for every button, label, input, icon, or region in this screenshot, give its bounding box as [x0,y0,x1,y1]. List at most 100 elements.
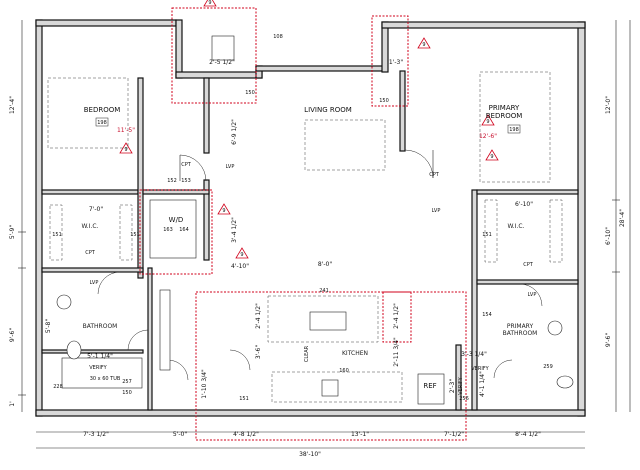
dim-7-0: 7'-0" [89,206,103,213]
dim-bottom-13-1: 13'-1" [351,431,369,438]
rev-tag-9-a: 9 [208,0,211,6]
dim-bottom-8-4: 8'-4 1/2" [515,431,541,438]
dim-left-12-4: 12'-4" [9,96,16,114]
dim-3-6: 3'-6" [255,345,262,359]
rev-tag-9-g: 9 [490,154,493,160]
tag-150-b: 150 [379,98,389,104]
room-primary-bedroom-l2: BEDROOM [486,112,523,120]
bedroom-dim: 11'-5" [117,127,135,134]
furniture-outlines [47,71,563,403]
room-wic-right: W.I.C. [508,223,525,230]
dim-left-9-6: 9'-6" [9,328,16,342]
dim-right-6-10: 6'-10" [605,227,612,245]
rev-tag-9-e: 9 [222,208,225,214]
note-verify-1: VERIFY [89,365,107,371]
rev-tag-9-b: 9 [422,42,425,48]
room-primary-bath-l1: PRIMARY [507,323,534,330]
tag-150-a: 150 [245,90,255,96]
room-ref: REF [423,382,436,390]
tag-153: 153 [181,178,191,184]
primary-dim: 12'-6" [479,133,497,140]
dim-bottom-7-1: 7'-1/2" [444,431,464,438]
dim-right-12-0: 12'-0" [605,96,612,114]
dim-2-5: 2'-5 1/2" [209,59,235,66]
room-wd: W/D [169,216,184,224]
dim-2-3: 2'-3" [449,379,456,393]
dim-3-4: 3'-4 1/2" [231,217,238,243]
note-verify-2: VERIFY [471,366,489,372]
tag-151-d: 151 [239,396,249,402]
interior-dimensions: 2'-5 1/2" 1'-3" 7'-0" 6'-10" 8'-0" 6'-9 … [45,59,533,399]
dim-6-9: 6'-9 1/2" [231,119,238,145]
room-labels: BEDROOM LIVING ROOM PRIMARY BEDROOM W.I.… [82,104,538,390]
dim-right-9-6: 9'-6" [605,333,612,347]
dim-4-10: 4'-10" [231,263,249,270]
revision-clouds [139,7,467,441]
dim-6-10: 6'-10" [515,201,533,208]
note-clear: CLEAR [304,345,310,362]
dim-bottom-7-3: 7'-3 1/2" [83,431,109,438]
interior-walls [41,70,579,411]
room-kitchen: KITCHEN [342,350,368,357]
rev-tag-9-c: 9 [124,147,127,153]
dim-3-3: 3'-3 1/4" [461,351,487,358]
tag-256: 256 [459,396,469,402]
room-bedroom: BEDROOM [84,106,121,114]
exterior-walls [35,19,586,417]
tag-154: 154 [482,312,492,318]
dim-5-8: 5'-8" [45,319,52,333]
room-living: LIVING ROOM [304,106,352,114]
tub-label: 30 x 60 TUB [90,376,121,382]
dim-8-0: 8'-0" [318,261,332,268]
doors [97,149,543,381]
tag-160: 160 [339,368,349,374]
dim-bottom-5-0: 5'-0" [173,431,187,438]
primary-tag: 198 [509,127,519,133]
tag-163: 163 [163,227,173,233]
note-lvp-3: LVP [90,280,99,286]
dim-left-5-9: 5'-9" [9,225,16,239]
dim-2-4-a: 2'-4 1/2" [255,303,262,329]
note-lvp-2: LVP [432,208,441,214]
fixtures [56,35,574,405]
dim-2-11: 2'-11 3/4" [393,337,400,367]
dim-bottom-4-8: 4'-8 1/2" [233,431,259,438]
dim-right-28-4: 28'-4" [619,209,626,227]
notes: CPT LVP CPT LVP CPT LVP CPT LVP VERIFY V… [85,162,536,395]
room-primary-bath-l2: BATHROOM [503,330,538,337]
tag-151-c: 151 [482,232,492,238]
rev-tag-9-d: 9 [486,119,489,125]
tag-151-a: 151 [52,232,62,238]
tag-241: 241 [319,288,329,294]
bottom-dimensions: 7'-3 1/2" 5'-0" 4'-8 1/2" 13'-1" 7'-1/2"… [83,431,541,458]
tag-257: 257 [122,379,132,385]
note-verify-3: VERIFY [458,376,464,394]
tag-164: 164 [179,227,189,233]
dim-1-3: 1'-3" [389,59,403,66]
dim-left-1: 1' [9,401,16,407]
bedroom-tag: 198 [97,120,107,126]
note-cpt-1: CPT [181,162,192,168]
dimension-lines [18,20,631,449]
dim-bottom-total: 38'-10" [299,451,321,458]
note-lvp-1: LVP [226,164,235,170]
note-cpt-4: CPT [523,262,534,268]
tag-228: 228 [53,384,63,390]
room-wic-left: W.I.C. [82,223,99,230]
side-dimensions: 12'-4" 5'-9" 9'-6" 1' 12'-0" 6'-10" 9'-6… [9,96,626,407]
dim-2-4-b: 2'-4 1/2" [393,303,400,329]
dim-4-1: 4'-1 1/4" [479,371,486,397]
room-primary-bedroom-l1: PRIMARY [489,104,520,112]
tag-108: 108 [273,34,283,40]
tag-259: 259 [543,364,553,370]
tag-150-c: 150 [122,390,132,396]
dim-1-10: 1'-10 3/4" [201,369,208,399]
tag-151-b: 151 [130,232,140,238]
rev-tag-9-f: 9 [240,252,243,258]
element-tags: 198 11'-5" 198 12'-6" 108 150 150 152 15… [52,0,553,402]
note-lvp-4: LVP [528,292,537,298]
note-cpt-3: CPT [85,250,96,256]
note-cpt-2: CPT [429,172,440,178]
room-bathroom: BATHROOM [83,323,118,330]
